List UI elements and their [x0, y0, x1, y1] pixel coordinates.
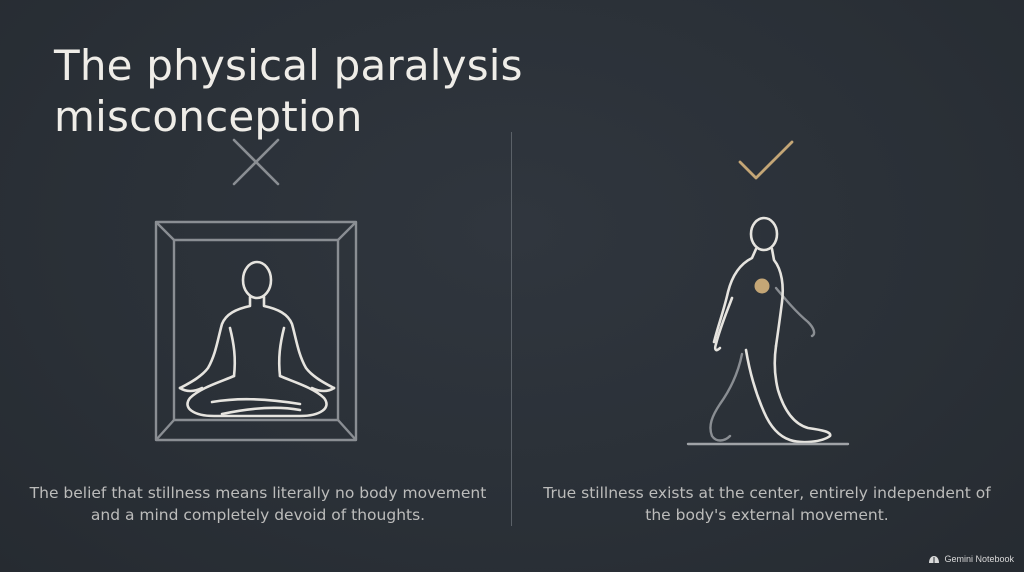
walking-person — [712, 216, 832, 444]
center-dot — [754, 278, 770, 294]
walking-figure-with-center-dot — [686, 216, 850, 446]
panel-divider — [511, 132, 512, 526]
box-frame — [154, 220, 358, 442]
left-caption: The belief that stillness means literall… — [29, 484, 487, 524]
brand-badge: Gemini Notebook — [928, 554, 1014, 564]
back-limbs — [709, 286, 816, 442]
meditating-person — [178, 260, 336, 418]
x-cross-icon — [232, 138, 280, 186]
notebook-icon — [929, 555, 940, 563]
right-caption: True stillness exists at the center, ent… — [543, 484, 991, 524]
checkmark-icon — [738, 140, 794, 180]
slide-title: The physical paralysis misconception — [54, 41, 523, 141]
brand-label: Gemini Notebook — [944, 554, 1014, 564]
seated-meditation-figure-in-box — [154, 220, 358, 442]
